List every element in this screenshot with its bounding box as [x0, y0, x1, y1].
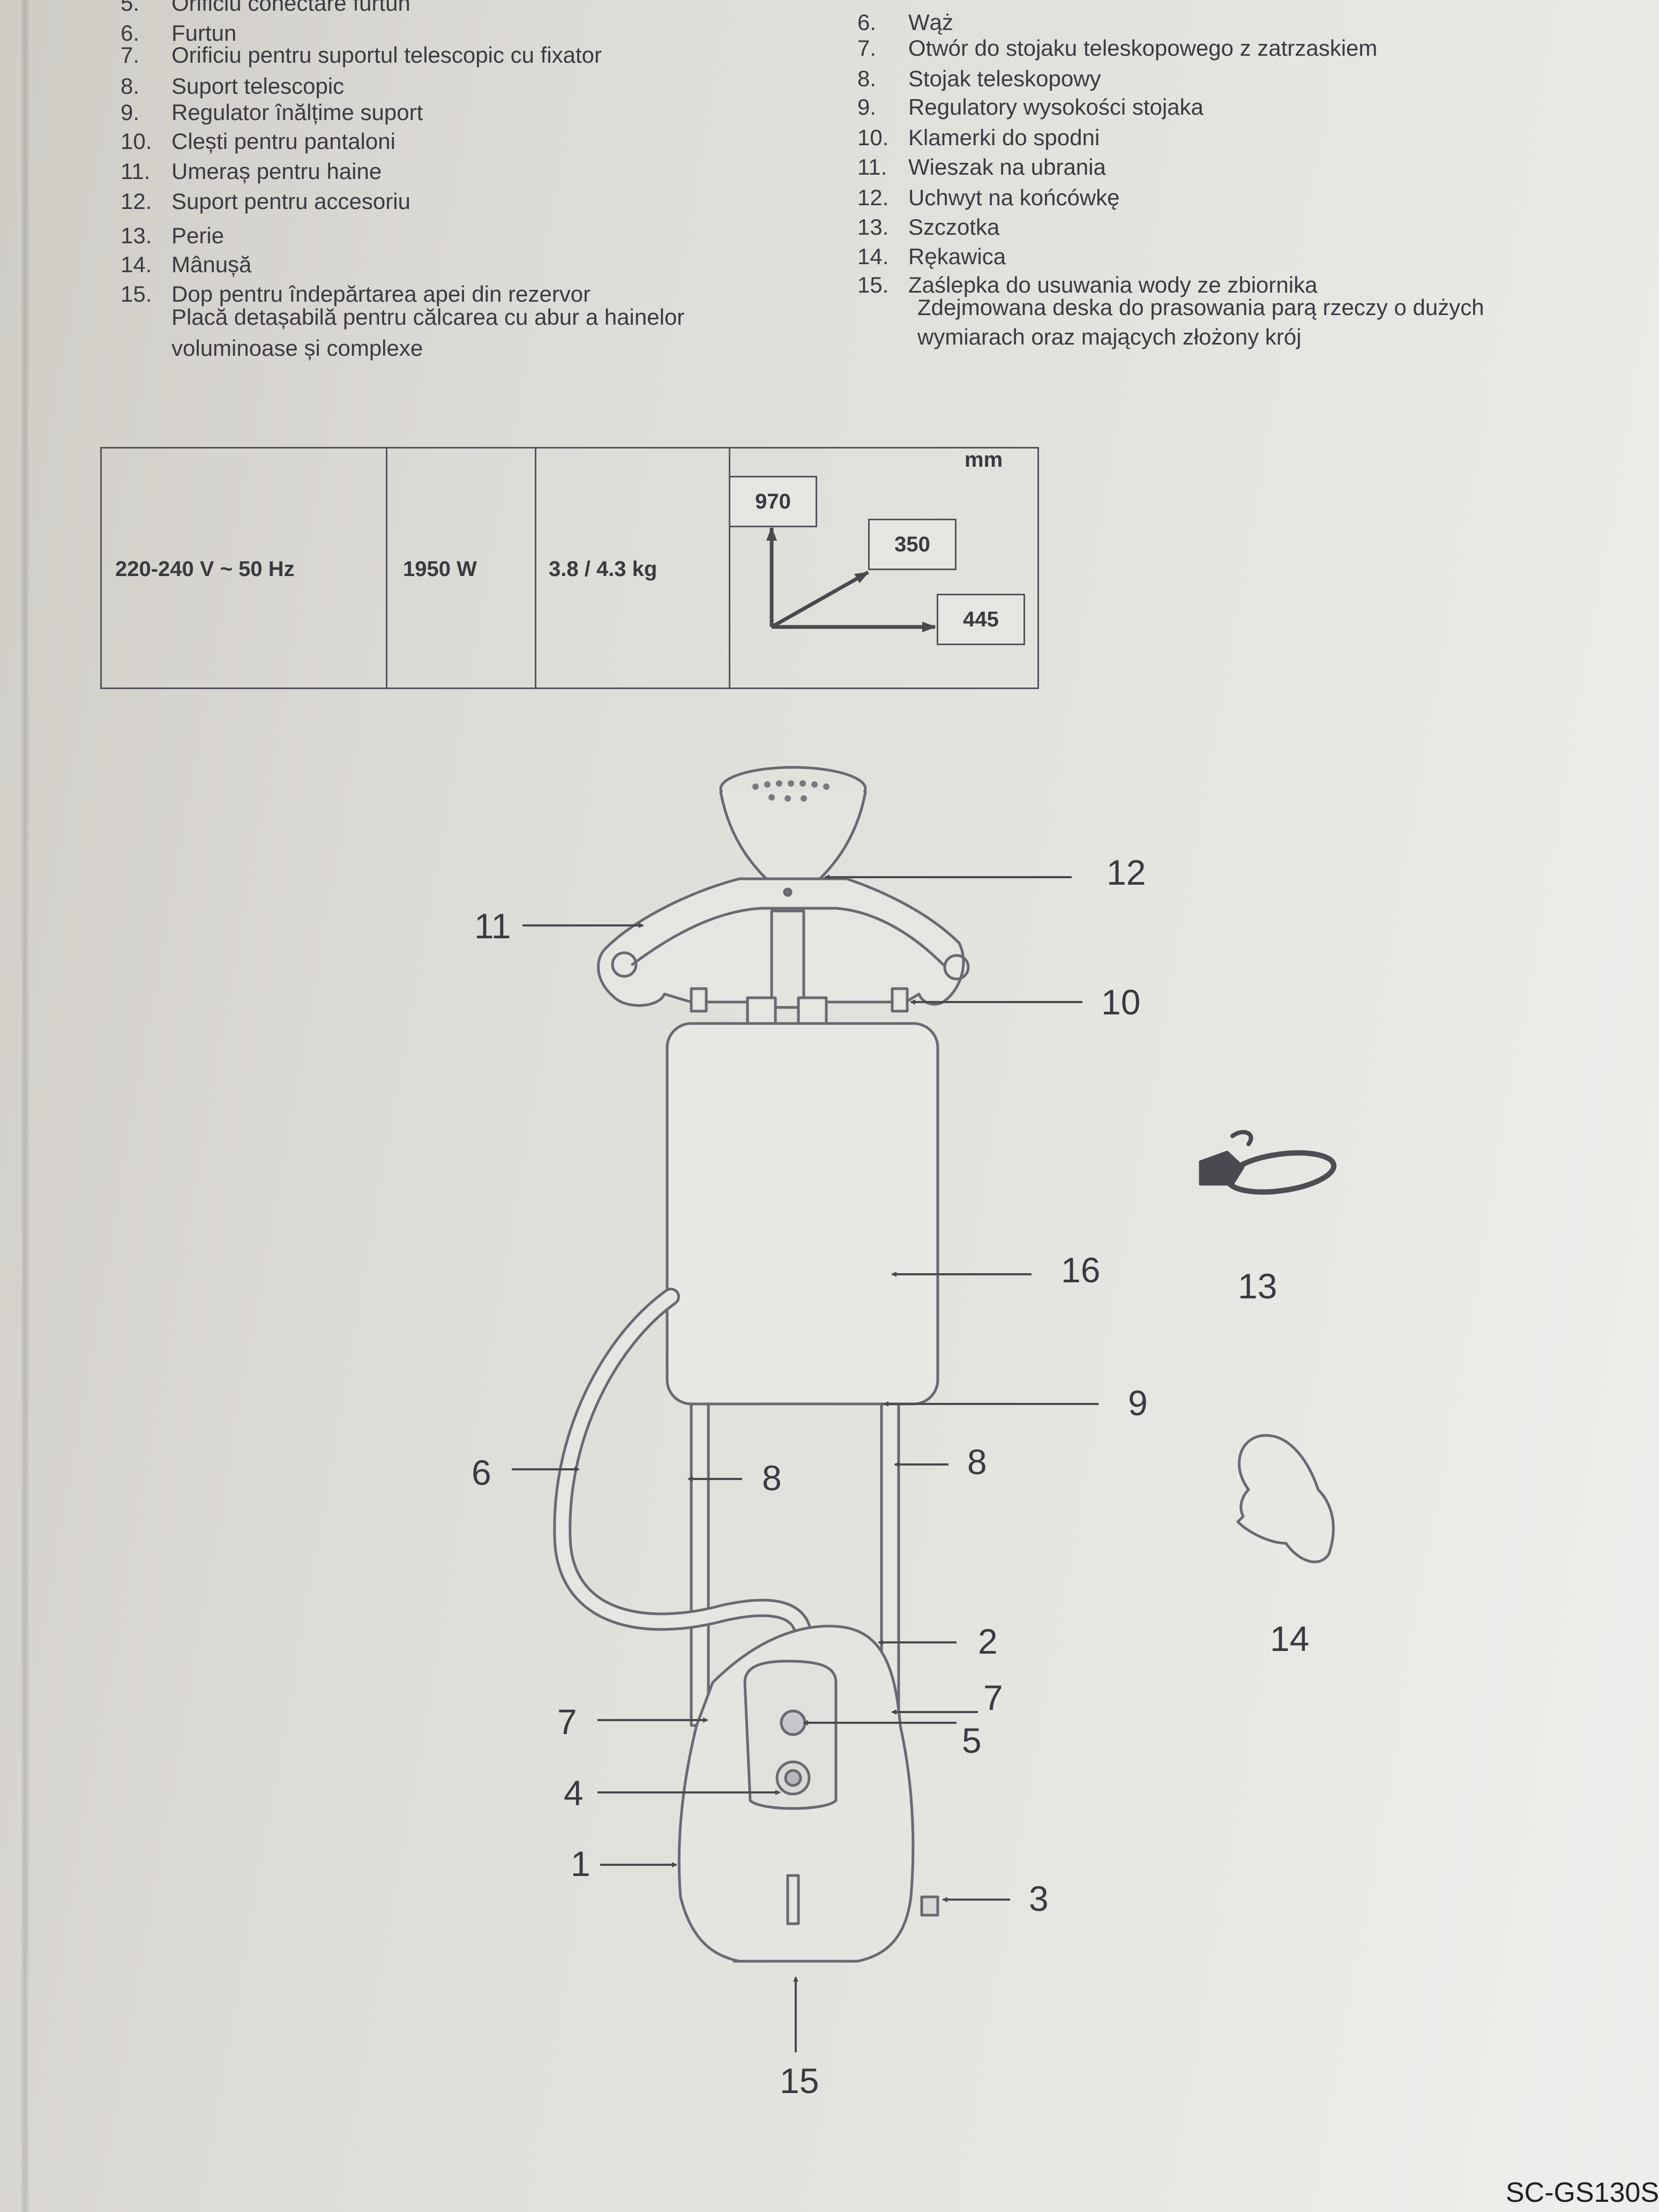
callout-13: 13	[1238, 1266, 1277, 1306]
list-item: 9.Regulatory wysokości stojaka	[857, 94, 1204, 119]
list-item: 8.Suport telescopic	[121, 73, 345, 99]
dimension-axes	[766, 527, 936, 632]
leader-lines	[512, 875, 1098, 2052]
list-item: 11.Umeraș pentru haine	[121, 159, 382, 184]
depth-dimension: 350	[868, 519, 956, 570]
callout-2: 2	[978, 1621, 998, 1661]
callout-15: 15	[780, 2061, 819, 2101]
unit-label: mm	[965, 448, 1003, 472]
callout-7: 7	[557, 1702, 577, 1742]
height-dimension: 970	[729, 476, 817, 527]
width-dimension: 445	[937, 594, 1025, 645]
list-item: 5.Orificiu conectare furtun	[121, 0, 410, 16]
list-item: 15.Dop pentru îndepărtarea apei din reze…	[121, 281, 591, 307]
list-item: 13.Szczotka	[857, 214, 1000, 240]
list-item: Placă detașabilă pentru călcarea cu abur…	[171, 304, 685, 330]
weight-value: 3.8 / 4.3 kg	[549, 557, 657, 581]
list-item: 11.Wieszak na ubrania	[857, 154, 1106, 180]
model-number: SC-GS130S	[1506, 2177, 1659, 2208]
steamer-base	[677, 1625, 939, 1963]
callout-14: 14	[1270, 1619, 1310, 1658]
list-item: 15.Zaślepka do usuwania wody ze zbiornik…	[857, 272, 1318, 297]
list-item: 7.Otwór do stojaku teleskopowego z zatrz…	[857, 35, 1378, 61]
callout-5: 5	[962, 1721, 982, 1760]
callout-4: 4	[564, 1773, 584, 1813]
list-item: 12.Uchwyt na końcówkę	[857, 185, 1120, 210]
list-item: wymiarach oraz mających złożony krój	[917, 324, 1302, 349]
list-item: 10.Clești pentru pantaloni	[121, 129, 395, 154]
list-item: 13.Perie	[121, 223, 225, 248]
list-item: 6.Furtun	[121, 20, 237, 46]
power-value: 1950 W	[403, 557, 477, 581]
table-divider	[729, 449, 730, 687]
list-item: voluminoase și complexe	[171, 335, 423, 361]
list-item: Zdejmowana deska do prasowania parą rzec…	[917, 295, 1484, 320]
callout-3: 3	[1029, 1879, 1049, 1918]
spec-table	[100, 447, 1039, 689]
list-item: 12.Suport pentru accesoriu	[121, 189, 410, 214]
list-item: 6.Wąż	[857, 10, 953, 35]
trouser-clip	[891, 987, 909, 1013]
list-item: 14.Rękawica	[857, 244, 1006, 269]
list-item: 7.Orificiu pentru suportul telescopic cu…	[121, 42, 602, 68]
table-divider	[535, 449, 536, 687]
callout-7: 7	[983, 1678, 1003, 1717]
callout-6: 6	[472, 1453, 491, 1492]
center-pole	[770, 909, 805, 1009]
callout-10: 10	[1101, 982, 1141, 1022]
brush-accessory	[1199, 1130, 1337, 1195]
callout-8: 8	[762, 1458, 782, 1498]
callout-16: 16	[1061, 1250, 1101, 1290]
list-item: 9.Regulator înălțime suport	[121, 100, 423, 125]
callout-12: 12	[1107, 853, 1146, 892]
glove-accessory	[1236, 1434, 1335, 1564]
nozzle-head	[719, 766, 867, 880]
callout-11: 11	[474, 906, 511, 946]
callout-9: 9	[1128, 1383, 1148, 1423]
trouser-clip	[690, 987, 708, 1013]
table-divider	[386, 449, 387, 687]
callout-8: 8	[967, 1442, 987, 1482]
list-item: 14.Mânușă	[121, 252, 252, 277]
list-item: 10.Klamerki do spodni	[857, 125, 1100, 150]
telescopic-pole	[690, 1402, 710, 1727]
list-item: 8.Stojak teleskopowy	[857, 66, 1101, 91]
paper-fold	[21, 0, 29, 2212]
voltage-value: 220-240 V ~ 50 Hz	[115, 557, 295, 581]
callout-1: 1	[571, 1844, 591, 1884]
ironing-board	[666, 1022, 939, 1406]
